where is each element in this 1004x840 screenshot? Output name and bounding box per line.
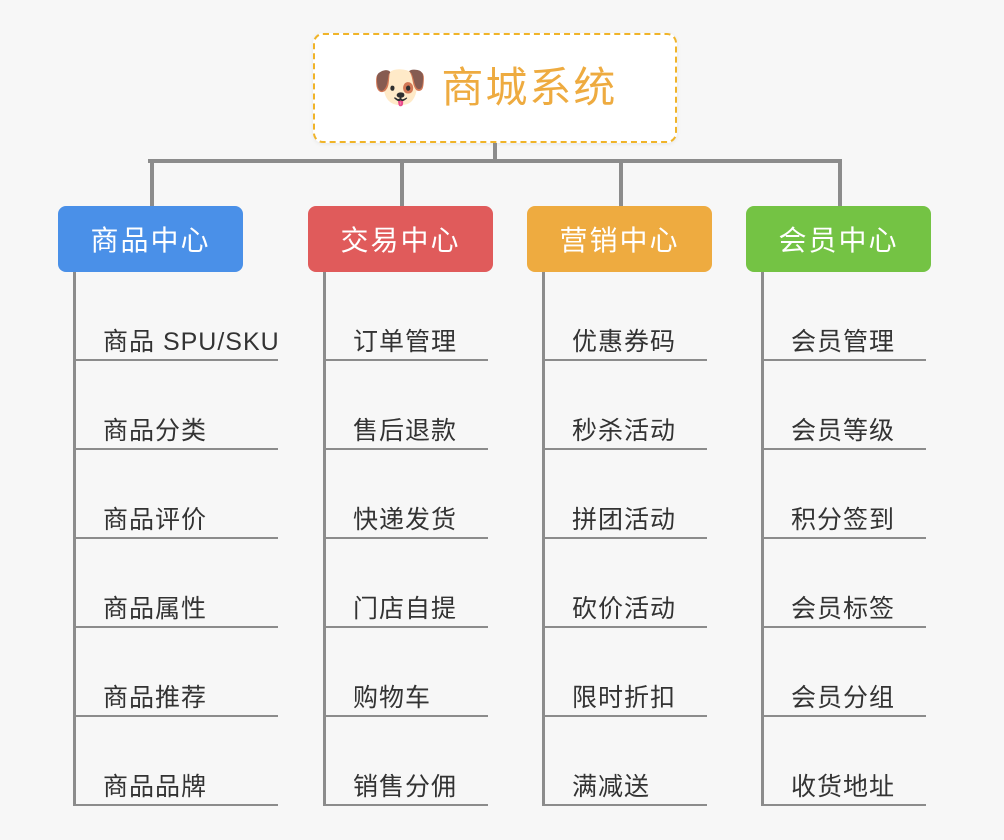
- leaf-item[interactable]: 售后退款: [323, 361, 488, 450]
- category-box-3[interactable]: 营销中心: [527, 206, 712, 272]
- category-box-1[interactable]: 商品中心: [58, 206, 243, 272]
- connector-category-2: [400, 159, 404, 207]
- leaf-item-label: 会员标签: [791, 595, 896, 623]
- leaf-item-label: 秒杀活动: [572, 417, 677, 445]
- leaf-item-label: 商品属性: [103, 595, 208, 623]
- leaf-item[interactable]: 销售分佣: [323, 717, 488, 806]
- leaf-item-label: 购物车: [353, 684, 432, 712]
- branch-trunk-4: [761, 272, 764, 806]
- leaf-item[interactable]: 商品评价: [73, 450, 278, 539]
- leaf-item[interactable]: 积分签到: [761, 450, 926, 539]
- leaf-item[interactable]: 快递发货: [323, 450, 488, 539]
- leaf-item[interactable]: 收货地址: [761, 717, 926, 806]
- leaf-item-label: 收货地址: [791, 773, 896, 801]
- leaf-item[interactable]: 限时折扣: [542, 628, 707, 717]
- branch-trunk-1: [73, 272, 76, 806]
- leaf-item-label: 商品分类: [103, 417, 208, 445]
- leaf-item-label: 销售分佣: [353, 773, 458, 801]
- leaf-item-label: 拼团活动: [572, 506, 677, 534]
- connector-horizontal-bus: [148, 159, 840, 163]
- leaf-item[interactable]: 订单管理: [323, 272, 488, 361]
- leaf-item[interactable]: 拼团活动: [542, 450, 707, 539]
- shiba-dog-face-icon: 🐶: [372, 63, 428, 112]
- connector-root-vertical: [493, 143, 497, 163]
- branch-trunk-2: [323, 272, 326, 806]
- category-title: 会员中心: [778, 225, 899, 256]
- category-box-4[interactable]: 会员中心: [746, 206, 931, 272]
- leaf-item[interactable]: 秒杀活动: [542, 361, 707, 450]
- leaf-item[interactable]: 满减送: [542, 717, 707, 806]
- connector-category-4: [838, 159, 842, 207]
- leaf-item[interactable]: 优惠券码: [542, 272, 707, 361]
- connector-category-1: [150, 159, 154, 207]
- leaf-item[interactable]: 商品属性: [73, 539, 278, 628]
- leaf-item-label: 满减送: [572, 773, 651, 801]
- category-title: 商品中心: [90, 225, 211, 256]
- leaf-item[interactable]: 会员分组: [761, 628, 926, 717]
- leaf-item[interactable]: 会员等级: [761, 361, 926, 450]
- leaf-item-label: 商品 SPU/SKU: [103, 328, 280, 356]
- leaf-item-label: 快递发货: [353, 506, 458, 534]
- leaf-item[interactable]: 商品分类: [73, 361, 278, 450]
- root-node-title: 商城系统: [441, 64, 618, 111]
- leaf-item-label: 商品推荐: [103, 684, 208, 712]
- leaf-item-label: 砍价活动: [572, 595, 677, 623]
- leaf-item-label: 商品评价: [103, 506, 208, 534]
- leaf-item[interactable]: 商品 SPU/SKU: [73, 272, 280, 361]
- leaf-item[interactable]: 商品品牌: [73, 717, 278, 806]
- leaf-item[interactable]: 会员标签: [761, 539, 926, 628]
- leaf-item[interactable]: 购物车: [323, 628, 488, 717]
- leaf-item-label: 会员等级: [791, 417, 896, 445]
- leaf-item-label: 商品品牌: [103, 773, 208, 801]
- leaf-item-label: 会员分组: [791, 684, 896, 712]
- category-title: 交易中心: [340, 225, 461, 256]
- branch-trunk-3: [542, 272, 545, 806]
- leaf-item-label: 会员管理: [791, 328, 896, 356]
- leaf-item-label: 门店自提: [353, 595, 458, 623]
- category-title: 营销中心: [559, 225, 680, 256]
- leaf-item[interactable]: 商品推荐: [73, 628, 278, 717]
- leaf-item-label: 售后退款: [353, 417, 458, 445]
- leaf-item-label: 订单管理: [353, 328, 458, 356]
- leaf-item[interactable]: 砍价活动: [542, 539, 707, 628]
- leaf-item[interactable]: 会员管理: [761, 272, 926, 361]
- leaf-item-label: 限时折扣: [572, 684, 677, 712]
- category-box-2[interactable]: 交易中心: [308, 206, 493, 272]
- leaf-item[interactable]: 门店自提: [323, 539, 488, 628]
- leaf-item-label: 积分签到: [791, 506, 896, 534]
- root-node-mall-system[interactable]: 🐶 商城系统: [313, 33, 677, 143]
- connector-category-3: [619, 159, 623, 207]
- leaf-item-label: 优惠券码: [572, 328, 677, 356]
